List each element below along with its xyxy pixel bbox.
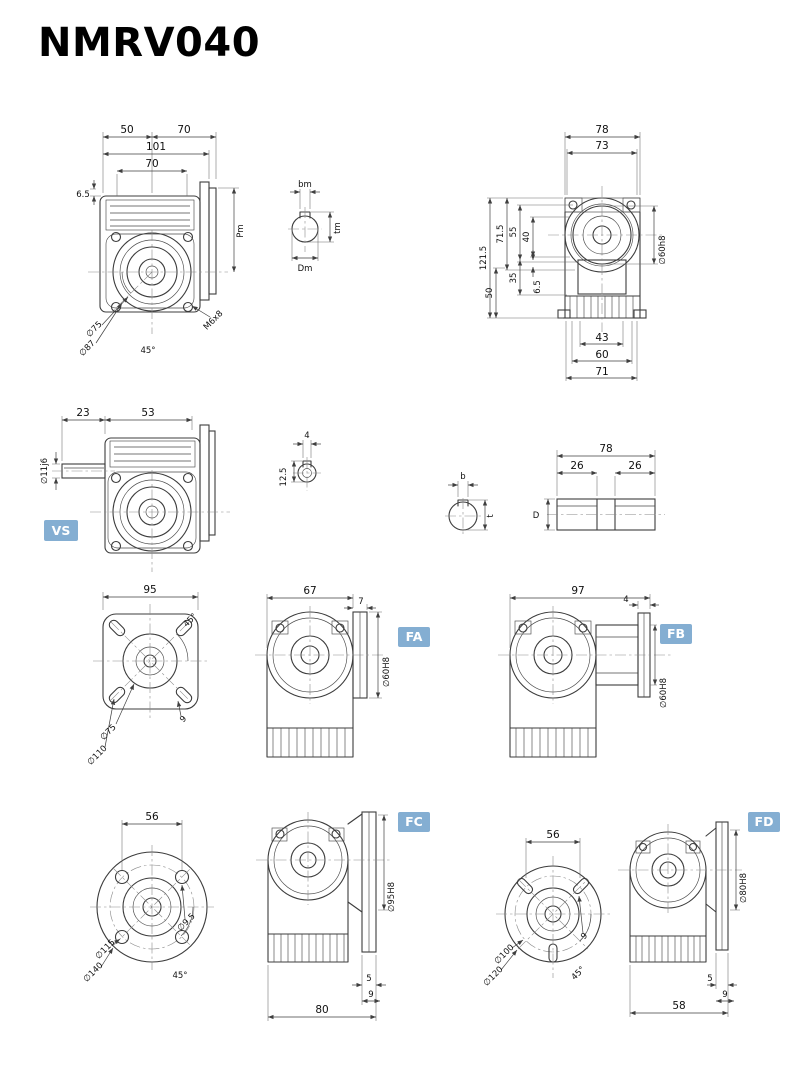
dim-side-d75: ∅75 — [85, 320, 105, 340]
dim-sqflange-95: 95 — [143, 584, 156, 596]
badge-fa: FA — [398, 627, 430, 647]
dim-section-t: t — [486, 514, 496, 518]
badge-fd-label: FD — [755, 814, 774, 829]
badge-fb-label: FB — [667, 626, 685, 641]
dim-shaft-D: D — [533, 511, 540, 521]
dim-fcface-d115: ∅115 — [94, 938, 118, 962]
view-vs-version: 23 53 ∅11j6 VS — [40, 407, 230, 572]
dim-fb-4: 4 — [623, 595, 628, 605]
dim-side-50: 50 — [120, 124, 133, 136]
dim-fdface-d120: ∅120 — [482, 965, 506, 989]
view-fc-flange-face: 56 ∅115 ∅140 ∅9.5 45° — [82, 811, 214, 984]
dim-fa-d60h8: ∅60H8 — [382, 657, 392, 687]
dim-side-pm: Pm — [236, 224, 246, 237]
badge-fa-label: FA — [406, 629, 423, 644]
badge-fc: FC — [398, 812, 430, 832]
dim-side-6-5: 6.5 — [76, 190, 90, 200]
dim-key-4: 4 — [304, 431, 309, 441]
dim-fcface-d140: ∅140 — [82, 961, 106, 985]
dim-shaft-78: 78 — [599, 443, 612, 455]
badge-vs: VS — [44, 520, 78, 541]
dim-front-71-5: 71.5 — [496, 225, 506, 244]
view-fc-side: ∅95H8 5 9 80 FC — [256, 811, 430, 1021]
dim-side-70a: 70 — [177, 124, 190, 136]
view-hollow-shaft-detail: bm tm Dm — [288, 180, 343, 274]
view-fd-side: ∅80H8 5 9 58 FD — [618, 812, 780, 1017]
dim-fc-d95h8: ∅95H8 — [387, 882, 397, 912]
dim-fd-5: 5 — [707, 974, 712, 984]
dim-fdface-9: 9 — [579, 931, 590, 942]
dim-fdface-56: 56 — [546, 829, 560, 841]
badge-fd: FD — [748, 812, 780, 832]
badge-fc-label: FC — [405, 814, 423, 829]
dim-front-55: 55 — [509, 227, 519, 238]
dim-sqflange-d75: ∅75 — [99, 723, 119, 743]
view-shaft-section: b t 78 26 26 D — [445, 443, 665, 536]
dim-fd-58: 58 — [672, 1000, 685, 1012]
dim-front-50: 50 — [485, 288, 495, 299]
dim-sqflange-9: 9 — [178, 714, 189, 725]
dim-detail-dm: Dm — [298, 264, 313, 274]
dim-fb-d60h8: ∅60H8 — [659, 678, 669, 708]
badge-fb: FB — [660, 624, 692, 644]
dim-side-45deg: 45° — [140, 346, 155, 356]
view-fa: 67 7 ∅60H8 FA — [255, 585, 430, 758]
dim-fdface-45deg: 45° — [570, 965, 588, 983]
view-square-flange: 95 45° ∅75 ∅110 9 — [86, 584, 207, 767]
dim-vs-d11j6: ∅11j6 — [40, 458, 50, 484]
dim-fa-7: 7 — [358, 597, 363, 607]
dim-fd-9: 9 — [722, 990, 727, 1000]
view-side-elevation: 50 70 101 70 6.5 Pm M6x8 ∅75 ∅87 45° — [76, 124, 246, 359]
dim-fb-97: 97 — [571, 585, 584, 597]
view-shaft-end-detail: 4 12.5 — [279, 431, 321, 491]
dim-fa-67: 67 — [303, 585, 316, 597]
dim-fcface-45deg: 45° — [172, 971, 187, 981]
dim-front-73: 73 — [595, 140, 608, 152]
dim-detail-tm: tm — [333, 222, 343, 234]
dim-front-6-5: 6.5 — [533, 280, 543, 294]
dim-front-60: 60 — [595, 349, 608, 361]
dim-front-40: 40 — [522, 232, 532, 243]
dim-side-d87: ∅87 — [78, 339, 98, 359]
dim-section-b: b — [460, 472, 465, 482]
dim-shaft-26b: 26 — [628, 460, 642, 472]
dim-fc-5: 5 — [366, 974, 371, 984]
dim-fcface-56: 56 — [145, 811, 159, 823]
dim-key-12-5: 12.5 — [279, 468, 289, 487]
dim-detail-bm: bm — [298, 180, 312, 190]
dim-front-d60h8: ∅60h8 — [658, 235, 668, 264]
dim-front-71: 71 — [595, 366, 608, 378]
dim-fc-80: 80 — [315, 1004, 328, 1016]
dim-fcface-d9-5: ∅9.5 — [176, 912, 198, 934]
dim-side-101: 101 — [146, 141, 166, 153]
dim-shaft-26a: 26 — [570, 460, 584, 472]
dim-sqflange-d110: ∅110 — [86, 744, 110, 768]
view-fd-flange-face: 56 ∅100 ∅120 9 45° — [482, 829, 610, 988]
badge-vs-label: VS — [52, 523, 71, 538]
dim-front-43: 43 — [595, 332, 608, 344]
page-title: NMRV040 — [38, 20, 261, 66]
dim-fc-9: 9 — [368, 990, 373, 1000]
view-fb: 97 4 ∅60H8 FB — [498, 585, 692, 758]
dim-front-78: 78 — [595, 124, 608, 136]
dim-front-121-5: 121.5 — [479, 246, 489, 270]
view-front-elevation: 78 73 121.5 71.5 55 40 35 6.5 50 ∅60h8 4… — [479, 124, 668, 381]
dim-fd-d80h8: ∅80H8 — [739, 873, 749, 903]
dim-vs-53: 53 — [141, 407, 154, 419]
dim-side-m6x8: M6x8 — [202, 309, 225, 332]
dim-front-35: 35 — [509, 273, 519, 284]
dim-vs-23: 23 — [76, 407, 89, 419]
dim-side-70b: 70 — [145, 158, 158, 170]
